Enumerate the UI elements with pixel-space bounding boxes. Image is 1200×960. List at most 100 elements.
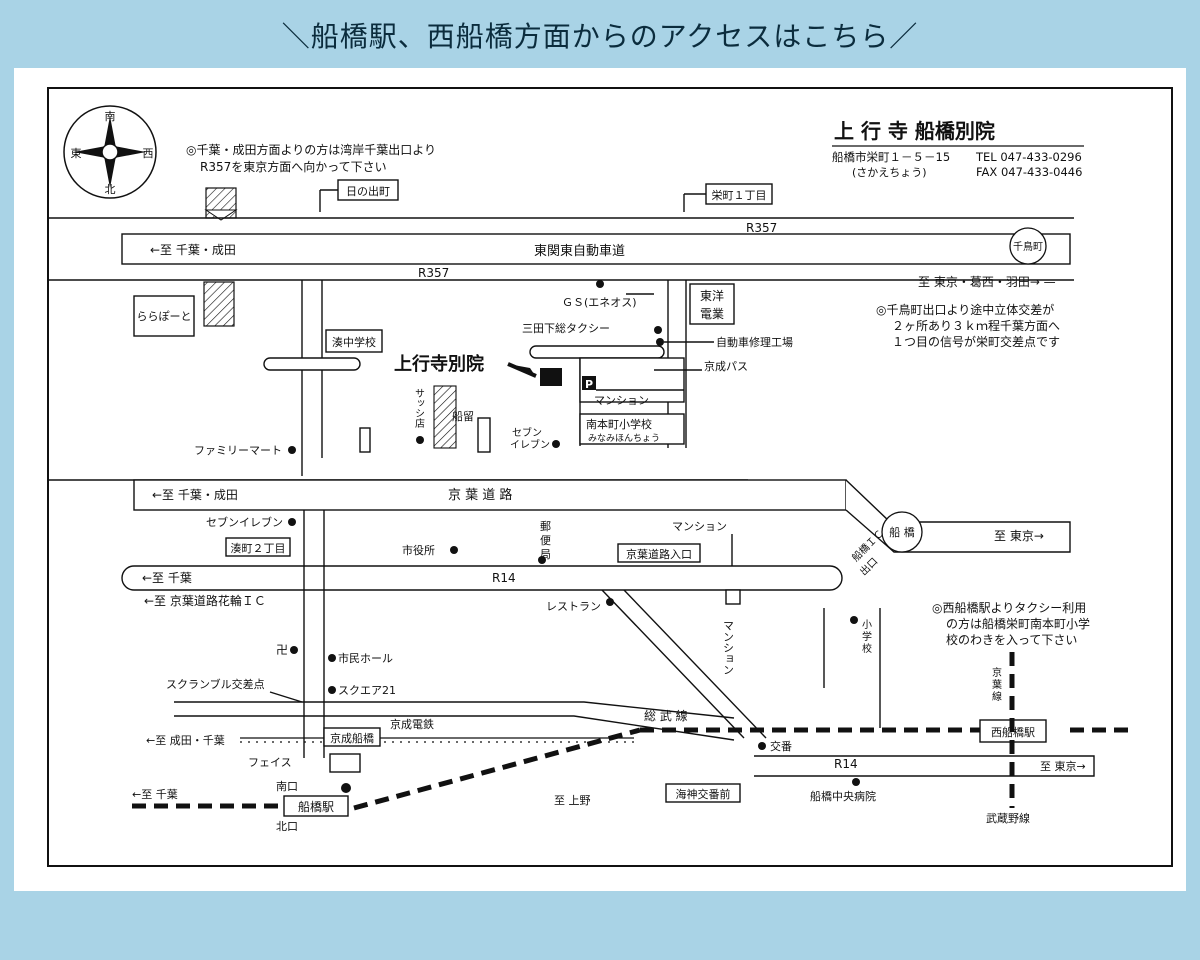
familymart-label: ファミリーマート — [194, 444, 282, 457]
chuo-hospital-label: 船橋中央病院 — [810, 789, 876, 803]
post-l3: 局 — [540, 548, 551, 561]
expressway-label: 東関東自動車道 — [534, 243, 625, 259]
compass-bottom: 北 — [105, 183, 116, 196]
minamiguchi-label: 南口 — [276, 780, 298, 793]
r357-east: 至 東京・葛西・羽田→ — — [918, 275, 1056, 289]
manji-icon: 卍 — [276, 643, 288, 657]
school-l1: 小 — [862, 619, 872, 631]
toyo-box — [689, 283, 735, 325]
seven-l1: セブン — [512, 426, 542, 439]
minato-jhs-label: 湊中学校 — [332, 335, 376, 349]
square21-label: スクエア21 — [338, 684, 396, 697]
school-l2: 学 — [862, 630, 872, 643]
funabashi-ic-l1: 船橋ＩＣ — [849, 527, 886, 564]
note1-line1: ◎千葉・成田方面よりの方は湾岸千葉出口より — [186, 142, 436, 157]
keiyo-ent-label: 京葉道路入口 — [626, 547, 692, 561]
banner-title: ＼船橋駅、西船橋方面からのアクセスはこちら／ — [281, 20, 919, 53]
compass-icon: 南 北 東 西 — [63, 105, 157, 199]
note2-line3: １つ目の信号が栄町交差点です — [892, 334, 1060, 349]
keiyo-ent-box — [617, 543, 701, 563]
r14-lower-east: 至 東京→ — [1040, 759, 1086, 773]
kitaguchi-label: 北口 — [276, 820, 298, 833]
funabashi-label: 船 橋 — [889, 525, 915, 539]
kaijin-label: 海神交番前 — [676, 787, 731, 801]
banner: ＼船橋駅、西船橋方面からのアクセスはこちら／ — [0, 0, 1200, 70]
r14-label: R14 — [492, 571, 516, 585]
gs-label: ＧＳ(エネオス) — [562, 296, 637, 309]
keisei-line-label: 京成電鉄 — [390, 717, 434, 731]
temple-address: 船橋市栄町１－５－15 — [832, 150, 950, 164]
keiyo-west: ←至 千葉・成田 — [152, 488, 238, 502]
note3-line2: の方は船橋栄町南本町小学 — [946, 616, 1090, 631]
lalaport-box — [133, 295, 195, 337]
expressway-west: ←至 千葉・成田 — [150, 243, 236, 257]
sobu-west: ←至 千葉 — [132, 787, 178, 801]
parking-block — [579, 357, 685, 403]
restaurant-label: レストラン — [546, 600, 601, 613]
school-l3: 校 — [862, 642, 872, 655]
funadome-label: 船留 — [452, 409, 474, 423]
sakaecho-label: 栄町１丁目 — [712, 188, 767, 202]
ueno-label: 至 上野 — [554, 794, 591, 807]
funabashi-st-box — [283, 795, 349, 817]
seven-l2: イレブン — [510, 438, 550, 451]
expressway — [121, 233, 1071, 265]
face-label: フェイス — [248, 756, 292, 769]
address-kana: (さかえちょう) — [852, 166, 927, 179]
hinodecho-label: 日の出町 — [346, 184, 390, 198]
r14-road — [121, 565, 843, 591]
musashino-label: 武蔵野線 — [986, 811, 1030, 825]
repair-label: 自動車修理工場 — [716, 335, 793, 349]
r357-label: R357 — [418, 266, 449, 280]
keiyo-line-l1: 京 — [992, 666, 1002, 679]
toyo-l1: 東洋 — [700, 288, 724, 303]
compass-left: 東 — [71, 147, 82, 160]
keisei-funabashi-label: 京成船橋 — [330, 731, 374, 745]
post-l2: 便 — [540, 534, 551, 547]
post-l1: 郵 — [540, 520, 551, 533]
scramble-label: スクランブル交差点 — [166, 677, 265, 691]
minato2-box — [225, 537, 291, 557]
temple-label: 上行寺別院 — [394, 353, 484, 375]
minamihoncho-label: 南本町小学校 — [586, 417, 652, 431]
koban-label: 交番 — [770, 739, 792, 753]
compass-right: 西 — [143, 147, 154, 160]
note2-line2: ２ヶ所あり３ｋｍ程千葉方面へ — [892, 318, 1060, 333]
lalaport-label: ららぽーと — [137, 310, 192, 323]
seven2-label: セブンイレブン — [206, 515, 283, 529]
compass-top: 南 — [105, 110, 116, 123]
keiyo-road-label: 京 葉 道 路 — [448, 487, 512, 503]
mansion2-label: マンション — [672, 520, 727, 533]
r14-west: ←至 千葉 — [142, 571, 192, 585]
keiyo-line-l2: 葉 — [992, 678, 1002, 691]
keiyo-line-l3: 線 — [992, 690, 1002, 703]
toyo-l2: 電業 — [700, 307, 724, 321]
temple-marker — [540, 368, 562, 386]
sasshi-label: サッシ店 — [413, 388, 425, 429]
temple-title: 上 行 寺 船橋別院 — [834, 119, 995, 143]
fax: FAX 047-433-0446 — [976, 165, 1082, 179]
civic-hall-label: 市民ホール — [338, 651, 393, 665]
minato2-label: 湊町２丁目 — [231, 541, 286, 555]
r357-top-label: R357 — [746, 221, 777, 235]
note3-line3: 校のわきを入って下さい — [946, 632, 1077, 647]
mansion-label: マンション — [594, 394, 649, 407]
funabashi-st-label: 船橋駅 — [298, 800, 334, 814]
kaijin-box — [665, 783, 741, 803]
minamihoncho-kana: みなみほんちょう — [588, 433, 660, 444]
note2-line1: ◎千鳥町出口より途中立体交差が — [876, 302, 1054, 317]
minamihoncho-box — [579, 413, 685, 445]
keiyo-east: 至 東京→ — [994, 529, 1044, 543]
tel: TEL 047-433-0296 — [975, 150, 1082, 164]
access-map: 南 北 東 西 ◎千葉・成田方面よりの方は湾岸千葉出口より R357を東京方面へ… — [47, 87, 1173, 867]
parking-icon: P — [585, 378, 593, 391]
map-sheet: 南 北 東 西 ◎千葉・成田方面よりの方は湾岸千葉出口より R357を東京方面へ… — [14, 68, 1186, 891]
r14-hanawa: ←至 京葉道路花輪ＩＣ — [144, 593, 266, 608]
note1-line2: R357を東京方面へ向かって下さい — [200, 159, 387, 174]
mansion3-label: マンション — [722, 620, 735, 675]
sobu-label: 総 武 線 — [644, 708, 688, 723]
keisei-west: ←至 成田・千葉 — [146, 733, 225, 747]
chidoricho-label: 千鳥町 — [1013, 240, 1043, 253]
r14-lower-label: R14 — [834, 757, 858, 771]
map-border — [47, 87, 1173, 867]
